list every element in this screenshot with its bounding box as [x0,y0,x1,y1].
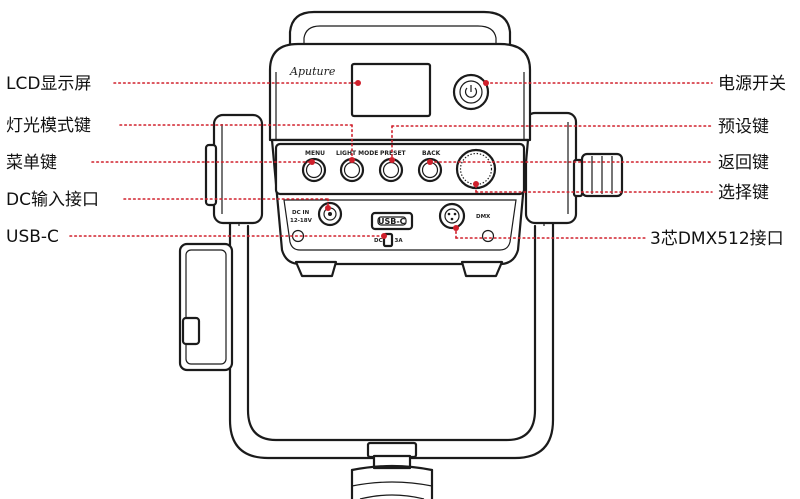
bottom-mount [350,441,434,499]
callout-menu-key: 菜单键 [6,153,57,173]
light-body [268,10,532,278]
callout-select-key: 选择键 [718,183,769,203]
callout-power-switch: 电源开关 [718,74,786,94]
back-button-label: BACK [422,150,441,157]
callout-preset-key: 预设键 [718,117,769,137]
brand-logo: Aputure [289,65,336,78]
light-mode-button-label: LIGHT MODE [336,150,378,157]
power-icon [464,85,478,98]
side-lock-knob [572,152,624,198]
callout-usb-c: USB-C [6,227,59,247]
menu-button[interactable] [301,157,327,183]
dmx-port-label: DMX [476,214,491,220]
callout-dots [309,80,489,239]
dc-in-label-line1: DC IN [292,210,310,216]
menu-button-label: MENU [305,150,325,157]
callout-lcd: LCD显示屏 [6,74,91,94]
usb-c-port[interactable] [370,211,414,231]
dmx-port[interactable] [438,202,466,230]
right-screw [481,229,495,243]
battery-plate [178,242,234,372]
callout-back-key: 返回键 [718,153,769,173]
light-mode-button[interactable] [339,157,365,183]
left-side-plate [204,113,264,225]
dc-in-port[interactable] [317,201,343,227]
preset-button-label: PRESET [380,150,407,157]
usb-c-port-label: USB-C [378,217,406,226]
callout-dmx-port: 3芯DMX512接口 [650,229,784,249]
callout-dc-input: DC输入接口 [6,190,99,210]
lcd-screen [350,62,432,118]
callout-leaders [69,82,713,239]
callout-light-mode-key: 灯光模式键 [6,116,91,136]
right-side-plate [524,111,578,225]
dc-in-label-line2: 12-18V [290,218,313,224]
